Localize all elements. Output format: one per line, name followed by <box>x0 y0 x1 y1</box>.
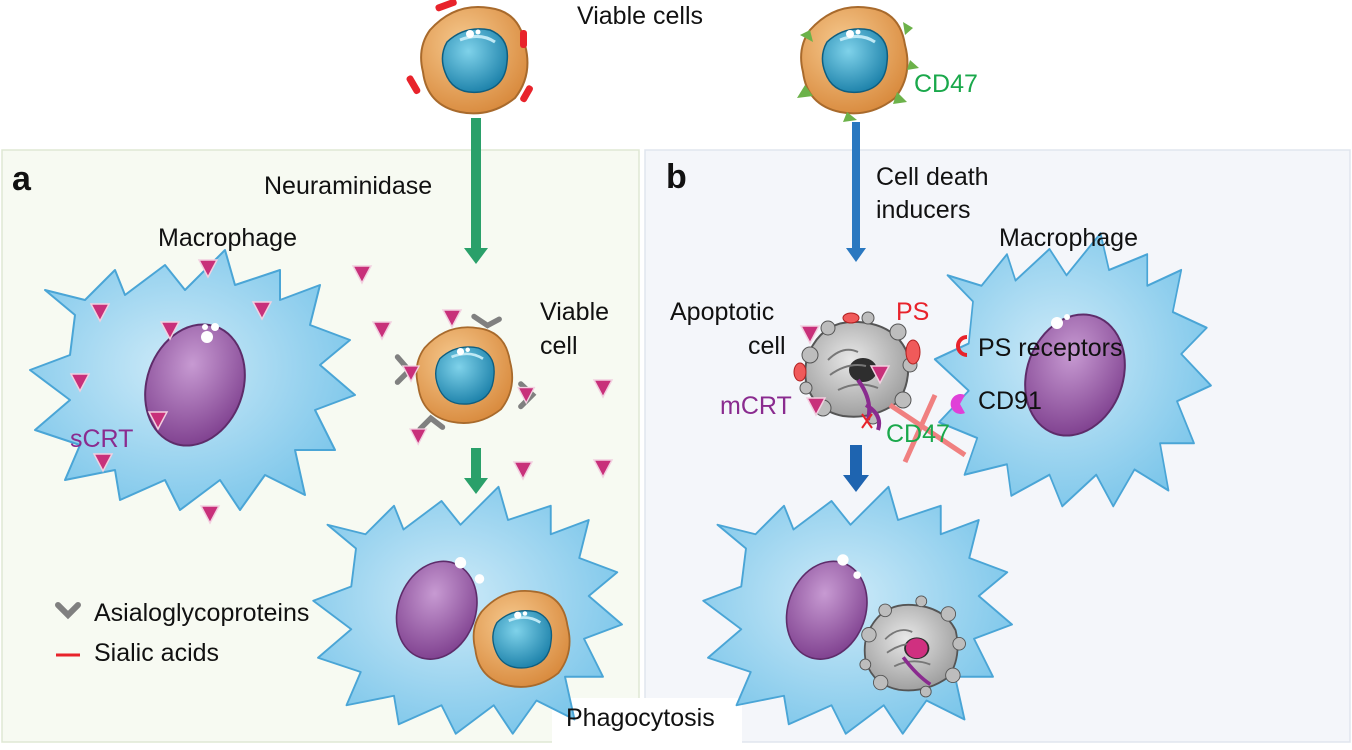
asialoglycoprotein-icon <box>417 414 446 432</box>
phagocytosis-label-bg <box>552 698 742 744</box>
inducers-label: inducers <box>876 196 971 224</box>
scrt-label: sCRT <box>70 425 134 453</box>
macrophage-a <box>29 249 356 511</box>
cell-death-arrow <box>846 122 866 262</box>
macrophage-a-label: Macrophage <box>158 224 297 252</box>
cell-death-label: Cell death <box>876 163 989 191</box>
phagocytosis-label: Phagocytosis <box>566 704 715 732</box>
ps-receptor-icon <box>956 335 968 357</box>
phagocytosis-arrow-a <box>464 448 488 494</box>
panel-b-letter: b <box>666 158 687 196</box>
asialoglycoprotein-icon <box>471 313 502 329</box>
sialic-acid-icon <box>520 30 527 48</box>
viable-cell-label-2: cell <box>540 332 578 360</box>
cd47-marker <box>797 85 813 98</box>
viable-cells-label: Viable cells <box>577 2 704 30</box>
cd91-label: CD91 <box>978 387 1042 415</box>
cd47-cross <box>888 393 967 464</box>
ps-marker <box>793 362 807 382</box>
viable-cell-a <box>394 313 537 445</box>
apoptotic-cell <box>793 311 921 431</box>
panel-a-letter: a <box>12 160 31 198</box>
phagocytosis-arrow-b <box>843 445 869 492</box>
sialic-acid-icon <box>406 75 421 95</box>
phagocytosing-macrophage-a <box>312 485 623 735</box>
cd47-marker <box>903 22 913 35</box>
legend-asialoglycoprotein-icon <box>55 602 81 620</box>
cd47-top-label: CD47 <box>914 70 978 98</box>
ps-label: PS <box>896 298 930 326</box>
legend-asialoglycoproteins-label: Asialoglycoproteins <box>94 599 310 627</box>
macrophage-b <box>933 232 1213 508</box>
cd47-marker <box>893 92 907 104</box>
ps-receptors-label: PS receptors <box>978 334 1123 362</box>
cd91-icon <box>950 394 965 414</box>
neuraminidase-label: Neuraminidase <box>264 172 433 200</box>
viable-cell-top-cd47 <box>797 5 919 122</box>
cd47-marker <box>843 112 857 122</box>
mcrt-label: mCRT <box>720 392 792 420</box>
viable-cell-top-sialic <box>406 0 534 115</box>
phagocytosing-macrophage-b <box>702 485 1013 735</box>
legend-sialic-acids-label: Sialic acids <box>94 639 220 667</box>
sialic-acid-icon <box>435 0 457 12</box>
neuraminidase-arrow <box>464 118 488 264</box>
ps-marker <box>905 339 921 365</box>
apoptotic-label-1: Apoptotic <box>670 298 775 326</box>
apoptotic-label-2: cell <box>748 332 786 360</box>
macrophage-b-label: Macrophage <box>999 224 1138 252</box>
cd47-marker <box>800 30 813 42</box>
viable-cell-label-1: Viable <box>540 298 610 326</box>
sialic-acid-icon <box>520 85 534 103</box>
cd47-label: CD47 <box>886 420 950 448</box>
ps-marker <box>842 312 860 324</box>
cd47-marker <box>907 60 919 70</box>
